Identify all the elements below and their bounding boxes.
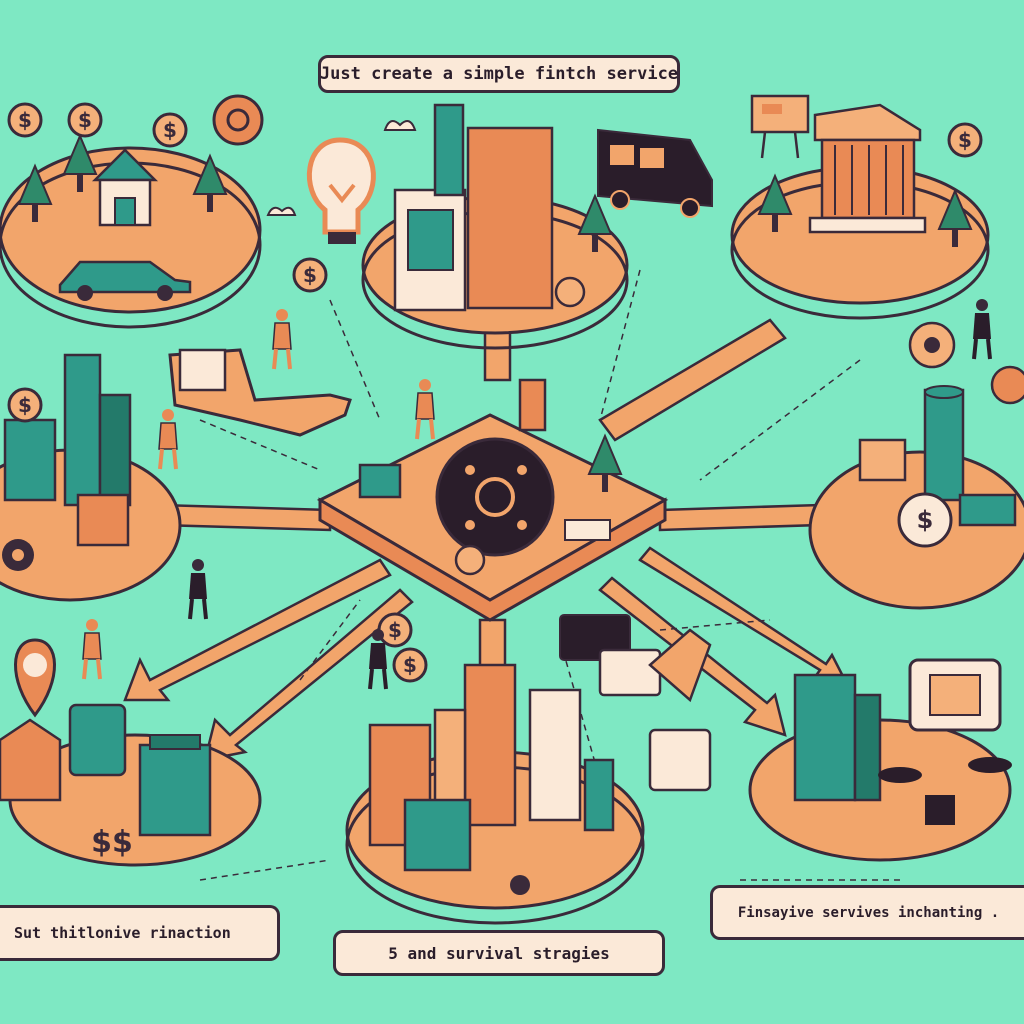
person-figure [157,407,179,471]
platform-bottom-right [748,658,1012,862]
cloud-icon [266,120,417,216]
swirl-coin-icon [212,94,264,146]
central-hub [316,378,669,622]
platform-right-middle: $ [808,385,1024,610]
person-figure [414,377,436,441]
dollar-coin-icon [392,647,428,683]
billboard [750,94,810,159]
caption-bottom-right-text: Finsayive servives inchanting . [737,904,1000,921]
platform-top-left [0,135,262,329]
dashed-links [199,269,900,881]
gear-icon [2,539,34,571]
van-icon [597,128,713,218]
person-figure [271,307,293,371]
dollar-coin-icon: $ [897,492,953,548]
dollar-coin-icon [292,257,328,293]
house [91,148,159,227]
title-text: Just create a simple fintch service [319,64,679,84]
person-figure [187,557,209,621]
dollar-coin-icon [152,112,188,148]
location-pin-icon [14,638,56,718]
dollar-coin-icon [7,387,43,423]
person-figure [971,297,993,361]
dollar-coin-icon [947,122,983,158]
platform-top-right [730,94,990,320]
caption-bottom-right: Finsayive servives inchanting . [710,885,1024,940]
gear-icon [908,321,956,369]
dollar-coin-icon [67,102,103,138]
caption-bottom-left-text: Sut thitlonive rinaction [14,924,231,942]
car-icon [58,260,192,301]
lightbulb-icon [307,137,376,244]
platform-left-middle [0,353,182,602]
svg-text:$: $ [917,506,934,534]
dollar-coin-icon [377,612,413,648]
caption-bottom-left: Sut thitlonive rinaction [0,905,280,961]
bank-icon [808,103,927,234]
platform-top-center [361,103,629,350]
pointing-hand-icon [168,348,352,437]
gear-icon [990,365,1024,405]
platform-bottom-center [345,663,645,925]
title-banner: Just create a simple fintch service [318,55,680,93]
platform-bottom-left: $$ [0,703,262,867]
person-figure [81,617,103,681]
card-icon [559,614,712,792]
caption-bottom-center-text: 5 and survival stragies [388,943,610,963]
caption-bottom-center: 5 and survival stragies [333,930,665,976]
svg-text:$$: $$ [91,825,133,860]
dollar-coin-icon [7,102,43,138]
